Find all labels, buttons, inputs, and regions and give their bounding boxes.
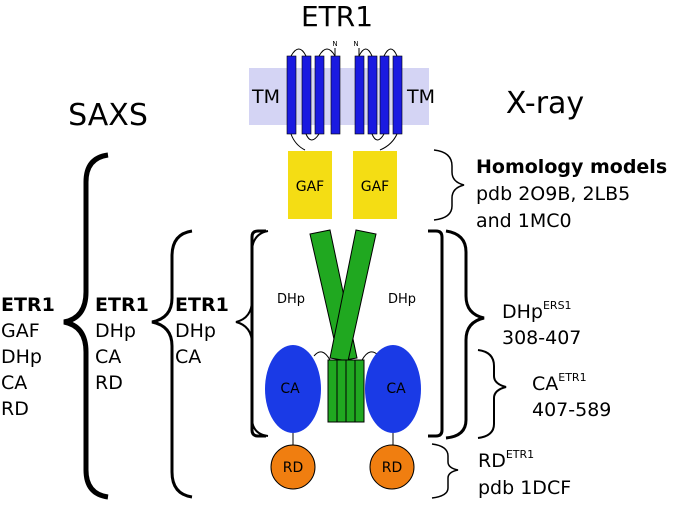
rd-domain-left (270, 444, 316, 490)
ca-structure-range: 407-589 (532, 399, 611, 421)
n-terminus-left: N (332, 40, 337, 48)
rd-structure-pdb: pdb 1DCF (478, 477, 571, 499)
dhp-label-left: DHp (277, 292, 305, 307)
xray-brace-gaf (433, 149, 465, 221)
dhp-structure-range: 308-407 (502, 327, 581, 349)
homology-title: Homology models (476, 156, 667, 178)
ca-domain-right (365, 345, 421, 433)
xray-header: X-ray (506, 86, 584, 121)
diagram-title: ETR1 (301, 0, 373, 33)
construct-line: DHp (175, 320, 216, 342)
xray-brace-dhp (445, 229, 485, 440)
n-terminus-right: N (353, 40, 358, 48)
homology-pdb: pdb 2O9B, 2LB5 (476, 183, 630, 205)
homology-pdb-2: and 1MC0 (476, 210, 572, 232)
helix-bundle (327, 359, 365, 423)
construct-line: DHp (1, 346, 42, 368)
gaf-label-right: GAF (361, 179, 389, 195)
dhp-label-right: DHp (388, 292, 416, 307)
construct-title: ETR1 (1, 294, 55, 316)
xray-homology-label: Homology models pdb 2O9B, 2LB5 and 1MC0 (476, 156, 667, 232)
rd-label-left: RD (283, 460, 304, 476)
dhp-ca-bracket-left (250, 229, 266, 438)
saxs-construct-full: ETR1 GAF DHp CA RD (1, 294, 55, 420)
ca-label-left: CA (280, 381, 300, 397)
xray-rd-label: RDETR1 pdb 1DCF (478, 448, 571, 499)
construct-line: CA (1, 372, 27, 394)
dhp-structure-name: DHpERS1 (502, 299, 572, 323)
construct-line: CA (95, 346, 121, 368)
tm-loops (290, 48, 398, 151)
xray-brace-rd (431, 443, 459, 499)
rd-domain-right (369, 444, 415, 490)
tm-label-right: TM (406, 86, 435, 108)
tm-helices-right (354, 55, 403, 135)
ca-label-right: CA (386, 381, 406, 397)
construct-line: GAF (1, 320, 40, 342)
construct-title: ETR1 (95, 294, 149, 316)
ca-structure-name: CAETR1 (532, 371, 587, 395)
saxs-brace-dhp-ca-rd (151, 229, 193, 499)
saxs-brace-dhp-ca (235, 230, 269, 437)
saxs-header: SAXS (68, 98, 148, 133)
construct-title: ETR1 (175, 294, 229, 316)
gaf-label-left: GAF (296, 179, 324, 195)
saxs-construct-dhp-ca: ETR1 DHp CA (175, 294, 229, 368)
gaf-domain-right (353, 151, 397, 219)
gaf-domain-left (288, 151, 332, 219)
saxs-construct-dhp-ca-rd: ETR1 DHp CA RD (95, 294, 149, 394)
xray-dhp-label: DHpERS1 308-407 (502, 299, 581, 349)
construct-line: DHp (95, 320, 136, 342)
xray-ca-label: CAETR1 407-589 (532, 371, 611, 421)
tm-label-left: TM (251, 86, 280, 108)
construct-line: RD (95, 372, 123, 394)
rd-structure-name: RDETR1 (478, 448, 534, 472)
ca-domain-left (265, 345, 321, 433)
xray-brace-ca (477, 349, 507, 439)
construct-line: CA (175, 346, 201, 368)
rd-label-right: RD (382, 460, 403, 476)
saxs-brace-full (63, 152, 109, 500)
dhp-ca-bracket-right (428, 229, 444, 438)
construct-line: RD (1, 398, 29, 420)
